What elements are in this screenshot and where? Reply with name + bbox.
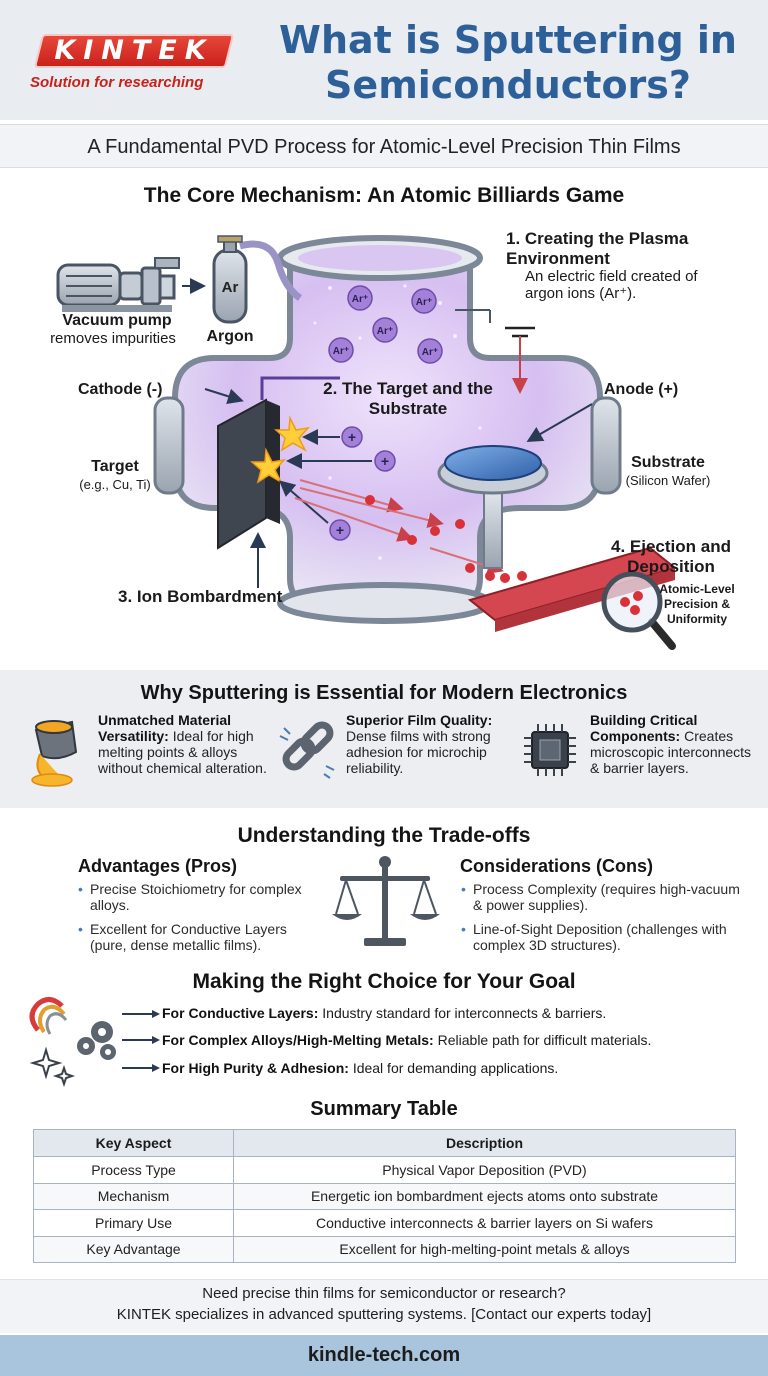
table-row: Key Advantage Excellent for high-melting…	[33, 1235, 736, 1263]
why-section	[0, 670, 768, 808]
step3-title: 3. Ion Bombardment	[118, 587, 283, 606]
table-row: Primary Use Conductive interconnects & b…	[33, 1209, 736, 1237]
cathode-label: Cathode (-)	[78, 381, 163, 398]
vacuum-pump-label: Vacuum pump	[62, 312, 172, 329]
ion-label: Ar⁺	[422, 347, 438, 358]
summary-table: Key Aspect Description Process Type Phys…	[33, 1129, 736, 1263]
cta-line-2[interactable]: KINTEK specializes in advanced sputterin…	[116, 1306, 652, 1323]
why-text: Building Critical Components: Creates mi…	[590, 712, 752, 776]
argon-cylinder-icon	[212, 235, 248, 324]
ion-plus: +	[336, 522, 344, 538]
column-header: Key Aspect	[33, 1129, 234, 1157]
subtitle-bar: A Fundamental PVD Process for Atomic-Lev…	[0, 124, 768, 168]
target-label: Target	[91, 458, 139, 475]
choice-heading: Making the Right Choice for Your Goal	[192, 970, 576, 993]
cta-line-1: Need precise thin films for semiconducto…	[202, 1285, 566, 1302]
table-cell-desc: Physical Vapor Deposition (PVD)	[233, 1156, 736, 1184]
argon-symbol: Ar	[222, 279, 239, 296]
argon-ions	[328, 285, 443, 364]
header: KINTEK Solution for researching What is …	[0, 0, 768, 120]
choice-icons	[29, 997, 160, 1088]
choice-item: For High Purity & Adhesion: Ideal for de…	[162, 1060, 559, 1076]
substrate-holder	[437, 445, 549, 569]
sparkle-icon	[29, 1046, 76, 1088]
pros-item: Excellent for Conductive Layers (pure, d…	[78, 921, 320, 953]
precision-label: Atomic-Level Precision & Uniformity	[659, 582, 735, 626]
target-desc: (e.g., Cu, Ti)	[79, 477, 151, 492]
pros-title: Advantages (Pros)	[78, 856, 238, 876]
core-heading: The Core Mechanism: An Atomic Billiards …	[143, 184, 625, 207]
chamber-illustration: Ar Ar⁺ Ar⁺ Ar⁺ Ar⁺ Ar⁺	[56, 235, 678, 650]
ion-plus: +	[381, 453, 389, 469]
wires-icon	[29, 997, 68, 1035]
why-item: Unmatched Material Versatility: Ideal fo…	[28, 712, 268, 802]
kintek-logo[interactable]: KINTEK Solution for researching	[30, 34, 240, 96]
logo-wordmark: KINTEK	[54, 35, 214, 66]
power-supply-icon	[455, 309, 535, 394]
table-cell-key: Key Advantage	[33, 1235, 234, 1263]
step2-title: 2. The Target and the Substrate	[323, 379, 493, 418]
substrate-desc: (Silicon Wafer)	[625, 473, 711, 488]
why-heading: Why Sputtering is Essential for Modern E…	[140, 682, 628, 704]
table-cell-desc: Energetic ion bombardment ejects atoms o…	[233, 1182, 736, 1210]
chain-link-icon	[279, 721, 335, 779]
ion-label: Ar⁺	[352, 294, 368, 305]
sputtering-diagram: Ar Ar⁺ Ar⁺ Ar⁺ Ar⁺ Ar⁺	[0, 218, 768, 666]
ion-plus: +	[348, 429, 356, 445]
table-cell-desc: Excellent for high-melting-point metals …	[233, 1235, 736, 1263]
incoming-ions	[278, 426, 396, 541]
crucible-icon	[31, 720, 78, 787]
why-item: Superior Film Quality: Dense films with …	[278, 712, 518, 802]
pros-item: Precise Stoichiometry for complex alloys…	[78, 881, 320, 913]
impact-spark-icon	[250, 415, 310, 484]
cta-section	[0, 1279, 768, 1333]
ejected-atoms	[294, 479, 527, 583]
choice-item: For Conductive Layers: Industry standard…	[162, 1005, 607, 1021]
step4-title: 4. Ejection and Deposition	[611, 537, 731, 576]
table-cell-key: Mechanism	[33, 1182, 234, 1210]
cons-item: Line-of-Sight Deposition (challenges wit…	[461, 921, 743, 953]
ion-label: Ar⁺	[333, 346, 349, 357]
cons-item: Process Complexity (requires high-vacuum…	[461, 881, 743, 913]
column-header: Description	[233, 1129, 736, 1157]
summary-heading: Summary Table	[310, 1098, 458, 1120]
logo-tagline: Solution for researching	[30, 74, 204, 91]
choice-item: For Complex Alloys/High-Melting Metals: …	[162, 1032, 652, 1048]
substrate-label: Substrate	[631, 454, 705, 471]
anode-label: Anode (+)	[604, 381, 679, 398]
gears-icon	[77, 1021, 116, 1060]
page-title: What is Sputtering in Semiconductors?	[279, 18, 737, 107]
table-cell-desc: Conductive interconnects & barrier layer…	[233, 1209, 736, 1237]
ion-label: Ar⁺	[377, 326, 393, 337]
page-subtitle: A Fundamental PVD Process for Atomic-Lev…	[87, 136, 681, 158]
vacuum-pump-icon	[56, 257, 180, 312]
step1-desc: An electric field created of argon ions …	[525, 268, 698, 302]
footer-url[interactable]: kindle-tech.com	[0, 1335, 768, 1376]
why-item: Building Critical Components: Creates mi…	[520, 712, 760, 802]
balance-scale-icon	[332, 856, 440, 946]
table-row: Process Type Physical Vapor Deposition (…	[33, 1156, 736, 1184]
tradeoffs-heading: Understanding the Trade-offs	[237, 824, 531, 847]
why-text: Superior Film Quality: Dense films with …	[346, 712, 493, 776]
step1-title: 1. Creating the Plasma Environment	[506, 229, 689, 268]
microchip-icon	[524, 724, 576, 776]
table-cell-key: Process Type	[33, 1156, 234, 1184]
table-row: Mechanism Energetic ion bombardment ejec…	[33, 1182, 736, 1210]
why-text: Unmatched Material Versatility: Ideal fo…	[98, 712, 267, 776]
table-cell-key: Primary Use	[33, 1209, 234, 1237]
magnifier-icon	[601, 571, 676, 650]
table-header-row: Key Aspect Description	[33, 1129, 736, 1157]
argon-label: Argon	[206, 328, 254, 345]
vacuum-pump-desc: removes impurities	[50, 330, 176, 347]
cons-title: Considerations (Cons)	[460, 856, 654, 876]
ion-label: Ar⁺	[416, 297, 432, 308]
